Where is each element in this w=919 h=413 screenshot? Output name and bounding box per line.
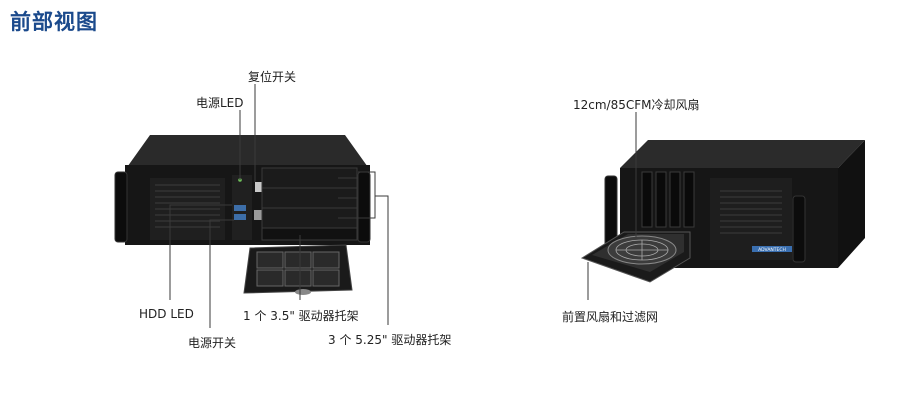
reset-button — [255, 182, 263, 192]
callout-lines-side — [587, 112, 637, 300]
page-title: 前部视图 — [10, 10, 98, 34]
side-vent-grille — [720, 190, 782, 234]
front-vent-grille — [155, 184, 220, 228]
label-reset-switch: 复位开关 — [248, 70, 297, 84]
side-drive-slots — [641, 171, 695, 228]
drive-bay-35 — [261, 227, 358, 241]
label-525-bay: 3 个 5.25" 驱动器托架 — [328, 333, 452, 347]
label-35-bay: 1 个 3.5" 驱动器托架 — [243, 309, 359, 323]
label-fan: 12cm/85CFM冷却风扇 — [573, 98, 700, 112]
power-button — [254, 210, 262, 220]
brand-badge — [752, 246, 792, 252]
label-hdd-led: HDD LED — [139, 307, 194, 321]
door-filter-grid — [256, 251, 340, 287]
brand-mark: ADVANTECH — [758, 247, 786, 253]
callout-lines-front — [169, 84, 389, 328]
label-power-led: 电源LED — [196, 96, 244, 110]
label-filter: 前置风扇和过滤网 — [562, 310, 659, 324]
label-power-switch: 电源开关 — [188, 336, 237, 350]
